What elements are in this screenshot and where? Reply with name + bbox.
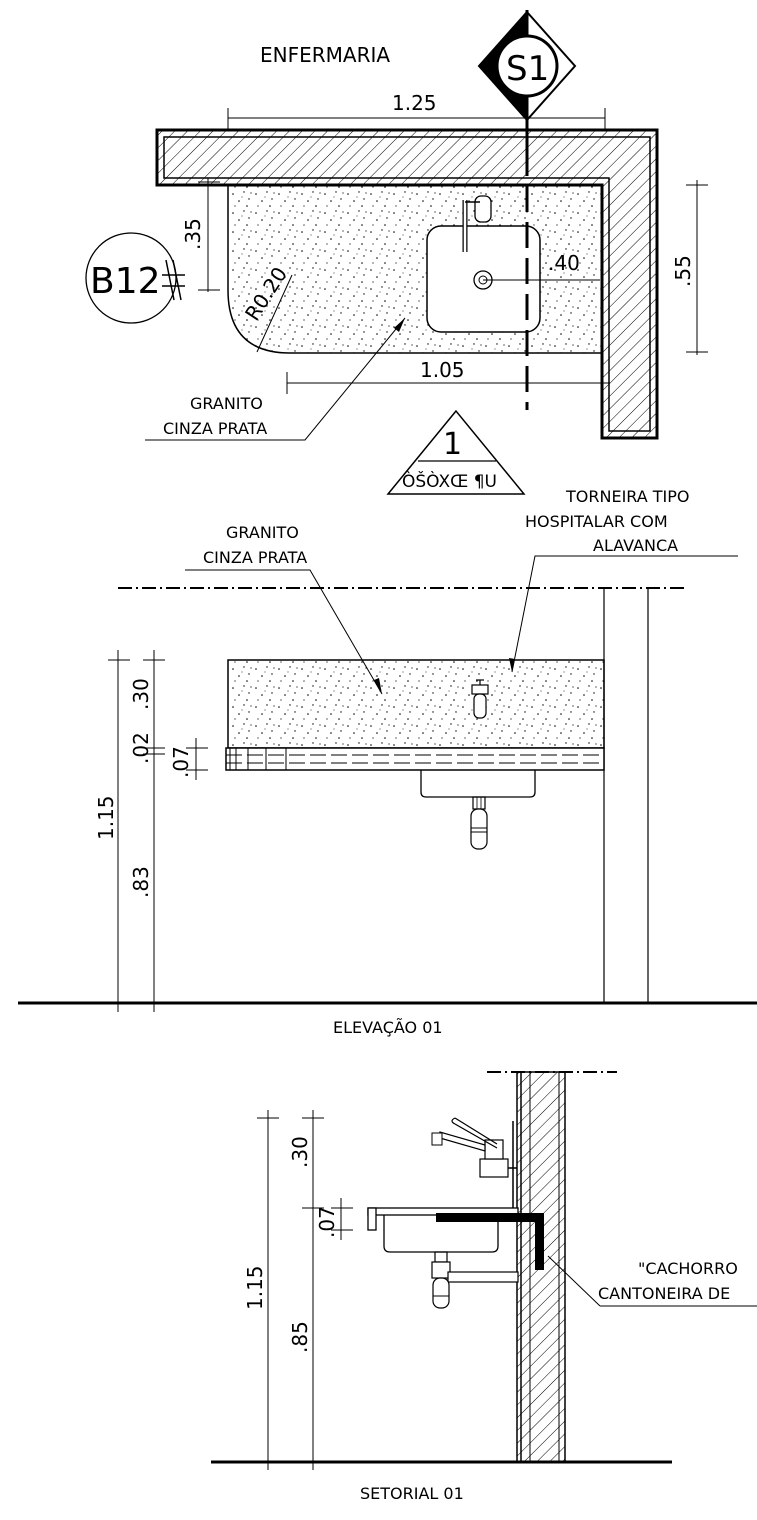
- bracket-label-1: "CACHORRO: [638, 1259, 738, 1278]
- dim-depth: .35: [181, 218, 205, 250]
- elevation-faucet: [471, 679, 489, 719]
- detail-tag: B12: [85, 232, 185, 324]
- elevation-sink: [420, 770, 536, 798]
- view-code: ÒŠÒXŒ ¶U: [402, 470, 497, 492]
- plan-sink: [426, 225, 541, 333]
- elev-dim-upper: .30: [129, 678, 153, 710]
- sect-dim-total: 1.15: [243, 1265, 267, 1310]
- elev-dim-lower: .83: [129, 866, 153, 898]
- section-marker-label: S1: [506, 49, 549, 89]
- elev-dim-total: 1.15: [94, 795, 118, 840]
- elevation-granite-label-2: CINZA PRATA: [203, 548, 307, 567]
- plan-granite-label-1: GRANITO: [190, 394, 263, 413]
- elevation-title: ELEVAÇÃO 01: [333, 1018, 443, 1037]
- elev-dim-07: .07: [169, 746, 193, 778]
- elev-dim-02: .02: [129, 732, 153, 764]
- plan-title: ENFERMARIA: [260, 43, 390, 67]
- section-trap: [431, 1251, 519, 1309]
- elevation-drain: [470, 796, 488, 850]
- elevation-view: GRANITO CINZA PRATA TORNEIRA TIPO HOSPIT…: [18, 487, 757, 1037]
- sect-dim-lower: .85: [288, 1321, 312, 1353]
- elevation-granite-label-1: GRANITO: [226, 523, 299, 542]
- section-title: SETORIAL 01: [360, 1484, 464, 1503]
- plan-granite-label-2: CINZA PRATA: [163, 419, 267, 438]
- view-indicator: 1 ÒŠÒXŒ ¶U: [386, 409, 526, 495]
- plan-countertop: [227, 184, 603, 354]
- elevation-countertop: [225, 747, 605, 771]
- faucet-label-1: TORNEIRA TIPO: [565, 487, 690, 506]
- dim-sink-offset: .40: [548, 251, 580, 275]
- faucet-label-3: ALAVANCA: [593, 536, 678, 555]
- sect-dim-07: .07: [315, 1206, 339, 1238]
- bracket-label-2: CANTONEIRA DE: [598, 1284, 730, 1303]
- section-faucet: [431, 1117, 517, 1178]
- dim-top-width: 1.25: [392, 91, 437, 115]
- plan-wall: [155, 128, 659, 440]
- dim-inner-width: 1.05: [420, 358, 465, 382]
- plan-faucet: [462, 195, 492, 252]
- detail-tag-label: B12: [90, 261, 161, 302]
- view-number: 1: [443, 427, 462, 462]
- sect-dim-upper: .30: [288, 1136, 312, 1168]
- dim-right-depth: .55: [671, 255, 695, 287]
- section-view: "CACHORRO CANTONEIRA DE 1.15 .30 .85 .07…: [211, 1071, 757, 1503]
- section-marker: S1: [477, 10, 577, 150]
- plan-view: ENFERMARIA S1 1.25 .40: [85, 10, 708, 495]
- section-bracket: [436, 1213, 544, 1270]
- faucet-label-2: HOSPITALAR COM: [525, 512, 668, 531]
- elevation-backsplash: [227, 659, 605, 749]
